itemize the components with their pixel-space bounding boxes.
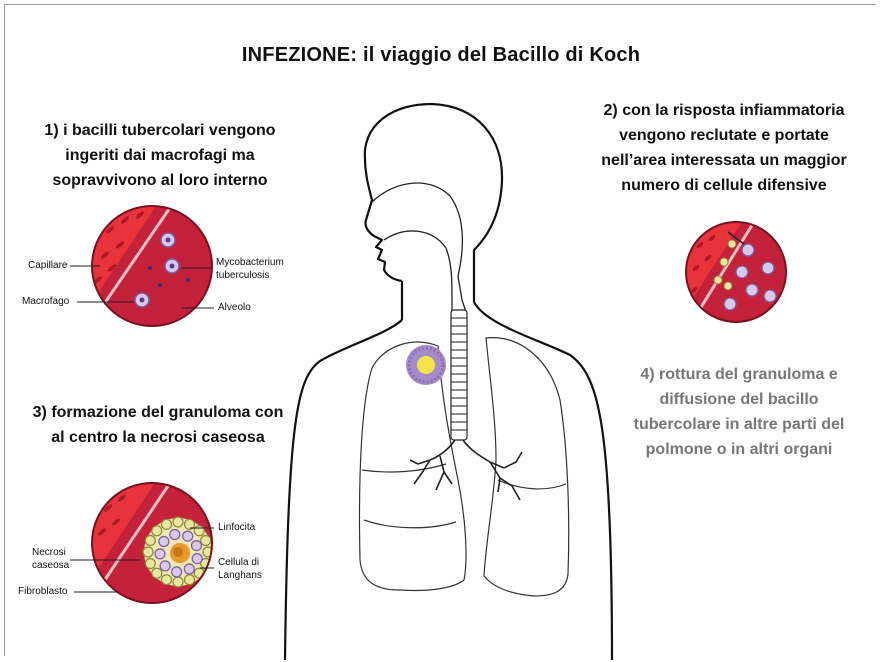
- label-capillare: Capillare: [28, 259, 67, 272]
- shoulder-left: [285, 320, 402, 660]
- pharynx: [458, 276, 466, 312]
- label-line: tuberculosis: [216, 269, 284, 282]
- lung-right: [484, 338, 569, 596]
- label-alveolo: Alveolo: [218, 301, 251, 314]
- circle-2-alveolus: [680, 220, 788, 324]
- oral-cavity: [384, 231, 452, 300]
- label-langhans: Cellula di Langhans: [218, 556, 262, 582]
- label-macrofago: Macrofago: [22, 295, 69, 308]
- macrophage: [155, 549, 165, 559]
- lung-granuloma: [406, 345, 446, 385]
- human-silhouette: [285, 104, 612, 660]
- lymphocyte: [162, 519, 172, 529]
- macrophage: [184, 564, 194, 574]
- lymphocyte: [185, 575, 195, 585]
- lymphocyte: [152, 568, 162, 578]
- lymphocyte: [143, 547, 153, 557]
- macrophage: [183, 531, 193, 541]
- lymphocyte: [201, 536, 211, 546]
- lymphocyte: [145, 559, 155, 569]
- label-necrosi: Necrosi caseosa: [32, 546, 69, 572]
- macrophage: [192, 541, 202, 551]
- head-outline: [365, 104, 502, 302]
- lymphocyte: [152, 526, 162, 536]
- label-fibroblasto: Fibroblasto: [18, 585, 67, 598]
- label-linfocita: Linfocita: [218, 521, 255, 534]
- macrophage: [172, 567, 182, 577]
- airway: [372, 183, 466, 312]
- label-line: Mycobacterium: [216, 256, 284, 269]
- lymphocyte: [145, 536, 155, 546]
- bronchi: [410, 440, 522, 500]
- lymphocyte: [162, 575, 172, 585]
- label-line: Langhans: [218, 569, 262, 582]
- label-line: Cellula di: [218, 556, 262, 569]
- label-line: caseosa: [32, 559, 69, 572]
- lymphocyte: [173, 517, 183, 527]
- macrophage: [160, 561, 170, 571]
- label-line: Necrosi: [32, 546, 69, 559]
- label-mycobacterium: Mycobacterium tuberculosis: [216, 256, 284, 282]
- lymphocyte: [173, 577, 183, 587]
- macrophage: [159, 537, 169, 547]
- macrophage: [170, 530, 180, 540]
- macrophage: [192, 554, 202, 564]
- lymphocyte: [194, 526, 204, 536]
